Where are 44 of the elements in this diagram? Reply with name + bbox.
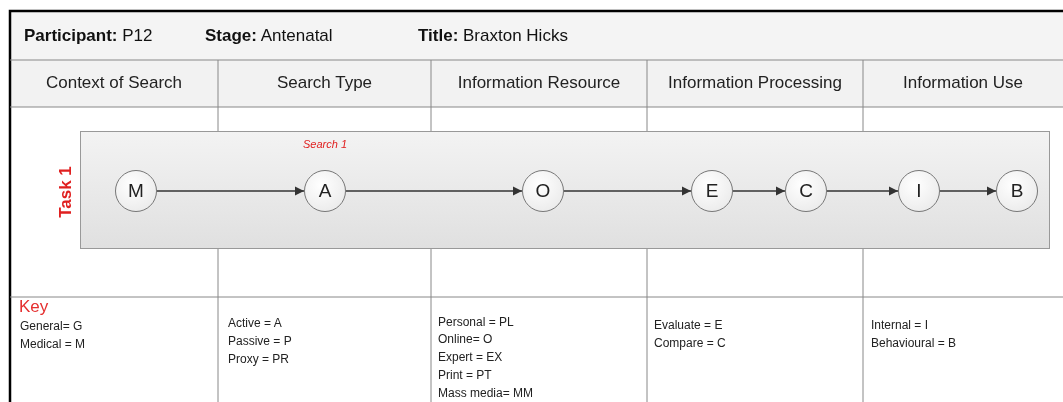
circle-letter: C xyxy=(799,180,813,202)
circle-letter: I xyxy=(916,180,922,202)
circle-letter: B xyxy=(1010,180,1024,202)
stage-circle xyxy=(996,170,1038,212)
circle-letter: M xyxy=(128,180,144,202)
key-entry: General= G xyxy=(20,319,83,333)
circle-letter: A xyxy=(318,180,332,202)
circle-letter: O xyxy=(535,180,551,202)
key-entry: Medical = M xyxy=(20,337,86,351)
stage-circle xyxy=(691,170,733,212)
arrow xyxy=(826,186,899,196)
arrow xyxy=(939,186,997,196)
key-entry: Mass media= MM xyxy=(438,386,534,400)
annotation-text: Search 1 xyxy=(303,138,347,150)
column-header: Context of Search xyxy=(45,73,183,92)
arrow xyxy=(156,186,305,196)
key-entry: Print = PT xyxy=(438,368,492,382)
key-entry: Expert = EX xyxy=(438,350,503,364)
stage-circle xyxy=(898,170,940,212)
column-header: Information Resource xyxy=(457,73,621,92)
key-entry: Evaluate = E xyxy=(654,318,723,332)
key-entry: Behavioural = B xyxy=(871,336,957,350)
stage-circle xyxy=(115,170,157,212)
circle-letter: E xyxy=(705,180,719,202)
column-header: Information Processing xyxy=(668,73,842,92)
heading-text: Stage: Antenatal xyxy=(205,26,333,46)
key-heading: Key xyxy=(19,297,49,317)
stage-circle xyxy=(785,170,827,212)
heading-text: Title: Braxton Hicks xyxy=(418,26,568,46)
key-entry: Online= O xyxy=(438,332,493,346)
key-entry: Compare = C xyxy=(654,336,726,350)
key-entry: Proxy = PR xyxy=(228,352,290,366)
key-entry: Passive = P xyxy=(228,334,292,348)
arrow xyxy=(732,186,786,196)
column-header: Search Type xyxy=(276,73,373,92)
stage-circle xyxy=(522,170,564,212)
key-entry: Active = A xyxy=(228,316,282,330)
arrow xyxy=(345,186,523,196)
arrow xyxy=(563,186,692,196)
heading-text: Participant: P12 xyxy=(24,26,153,46)
key-entry: Personal = PL xyxy=(438,315,514,329)
lane-title: Task 1 xyxy=(55,166,76,218)
column-header: Information Use xyxy=(903,73,1023,92)
key-entry: Internal = I xyxy=(871,318,929,332)
